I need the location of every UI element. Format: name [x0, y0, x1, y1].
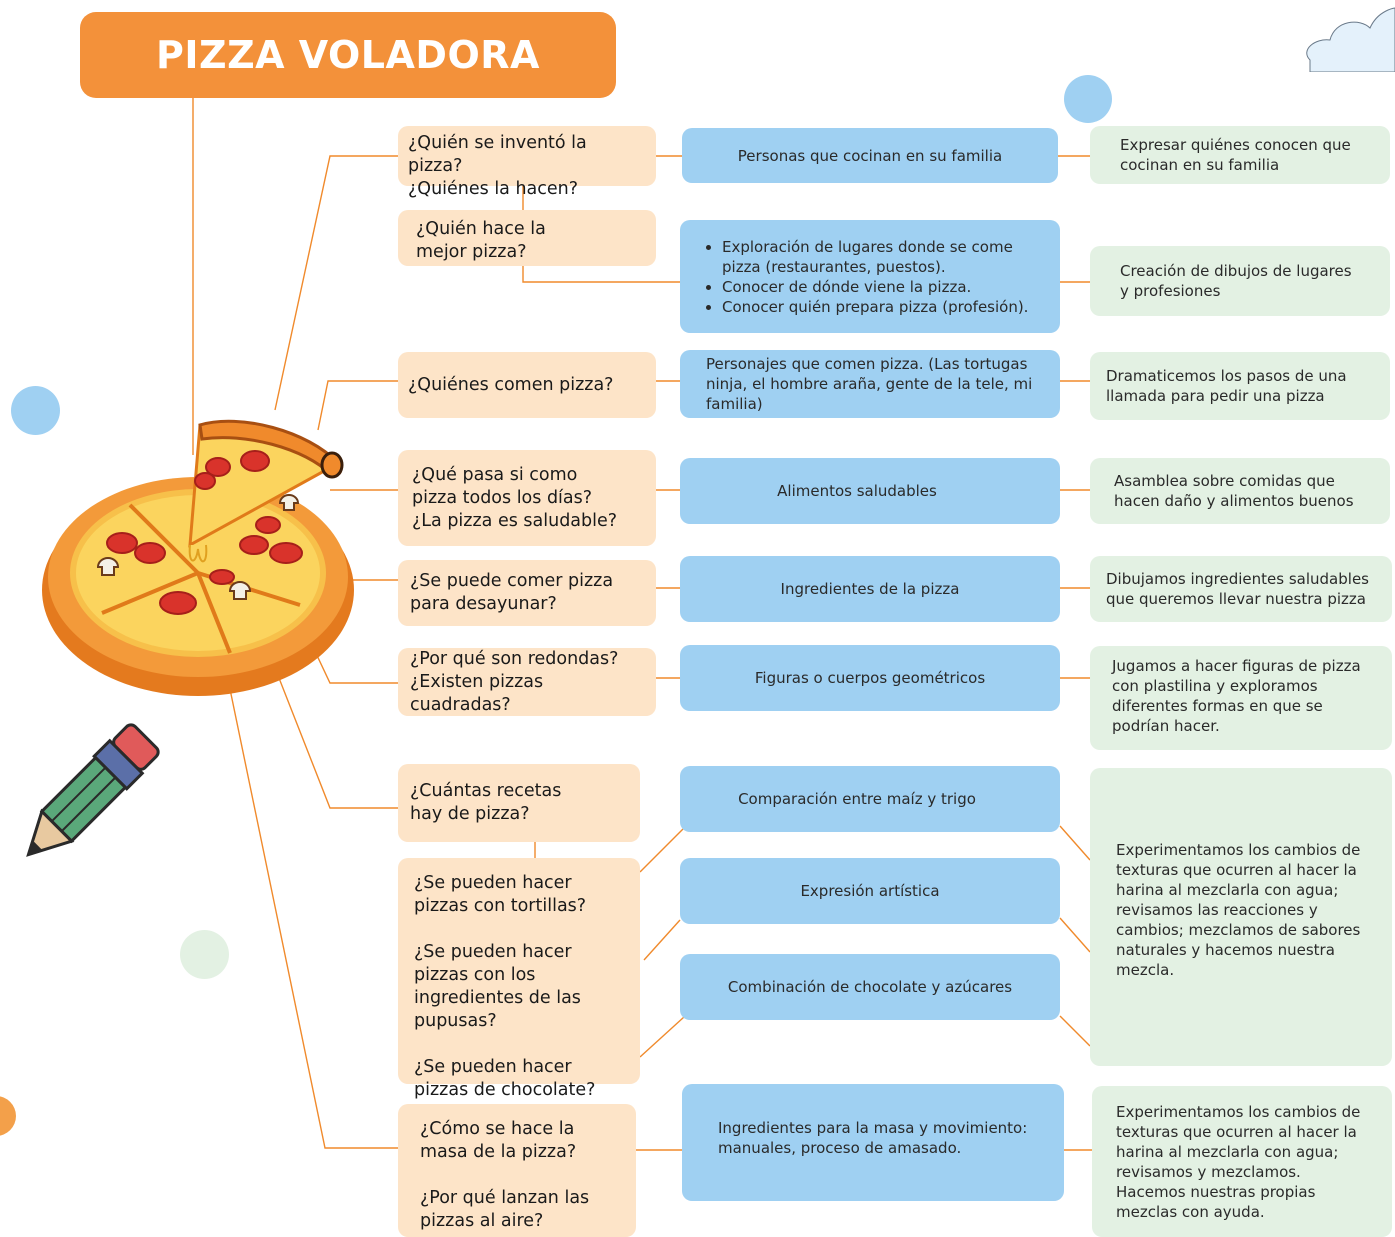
topic-box-5: Ingredientes de la pizza: [680, 556, 1060, 622]
activity-text: Expresar quiénes conocen que cocinan en …: [1120, 136, 1351, 174]
activity-text: Jugamos a hacer figuras de pizza con pla…: [1112, 657, 1361, 735]
topic-bullet: Exploración de lugares donde se come piz…: [722, 237, 1032, 277]
question-box-6: ¿Por qué son redondas? ¿Existen pizzas c…: [398, 648, 656, 716]
topic-bullet: Conocer de dónde viene la pizza.: [722, 277, 1032, 297]
topic-box-8b: Expresión artística: [680, 858, 1060, 924]
decor-circle-blue-top: [1064, 75, 1112, 123]
question-text: ¿Existen pizzas cuadradas?: [410, 671, 544, 715]
topic-box-1: Personas que cocinan en su familia: [682, 128, 1058, 183]
question-text: ¿Por qué son redondas?: [410, 648, 619, 669]
question-box-5: ¿Se puede comer pizza para desayunar?: [398, 560, 656, 626]
activity-box-6: Jugamos a hacer figuras de pizza con pla…: [1090, 646, 1392, 750]
question-box-4: ¿Qué pasa si como pizza todos los días? …: [398, 450, 656, 546]
activity-text: Dramaticemos los pasos de una llamada pa…: [1106, 367, 1347, 405]
question-text: ¿La pizza es saludable?: [412, 510, 618, 531]
topic-text: Personajes que comen pizza. (Las tortuga…: [706, 355, 1033, 413]
activity-box-4: Asamblea sobre comidas que hacen daño y …: [1090, 458, 1390, 524]
topic-text: Ingredientes para la masa y movimiento: …: [718, 1119, 1028, 1157]
decor-circle-orange: [0, 1096, 16, 1136]
activity-box-9: Experimentamos los cambios de texturas q…: [1092, 1086, 1392, 1237]
question-text: ¿Cómo se hace la masa de la pizza?: [420, 1119, 577, 1162]
question-text: ¿Se pueden hacer pizzas con tortillas?: [414, 873, 587, 916]
topic-bullet: Conocer quién prepara pizza (profesión).: [722, 297, 1032, 317]
question-text: ¿Quién hace la mejor pizza?: [416, 219, 546, 262]
question-box-3: ¿Quiénes comen pizza?: [398, 352, 656, 418]
topic-text: Combinación de chocolate y azúcares: [727, 978, 1013, 996]
activity-text: Experimentamos los cambios de texturas q…: [1116, 841, 1361, 979]
question-box-8: ¿Se pueden hacer pizzas con tortillas? ¿…: [398, 858, 640, 1100]
topic-text: Personas que cocinan en su familia: [737, 146, 1003, 165]
question-text: ¿Quiénes comen pizza?: [408, 374, 614, 395]
question-box-1: ¿Quién se inventó la pizza? ¿Quiénes la …: [398, 126, 656, 199]
pizza-illustration: [42, 419, 354, 696]
activity-text: Creación de dibujos de lugares y profesi…: [1120, 262, 1352, 300]
topic-bullet-list: Exploración de lugares donde se come piz…: [708, 237, 1032, 317]
topic-text: Ingredientes de la pizza: [780, 580, 960, 598]
cloud-decoration: [1306, 7, 1395, 72]
question-text: ¿Cuántas recetas hay de pizza?: [410, 781, 562, 824]
topic-box-6: Figuras o cuerpos geométricos: [680, 645, 1060, 711]
question-text: ¿Por qué lanzan las pizzas al aire?: [420, 1188, 590, 1231]
topic-box-8c: Combinación de chocolate y azúcares: [680, 954, 1060, 1020]
topic-box-2: Exploración de lugares donde se come piz…: [680, 220, 1060, 333]
topic-box-9: Ingredientes para la masa y movimiento: …: [682, 1084, 1064, 1201]
activity-box-3: Dramaticemos los pasos de una llamada pa…: [1090, 352, 1390, 420]
topic-text: Expresión artística: [800, 882, 940, 900]
question-text: ¿Se pueden hacer pizzas de chocolate?: [414, 1057, 596, 1100]
activity-box-5: Dibujamos ingredientes saludables que qu…: [1090, 556, 1392, 622]
question-text: ¿Qué pasa si como pizza todos los días?: [412, 464, 593, 508]
activity-box-8: Experimentamos los cambios de texturas q…: [1090, 768, 1392, 1066]
activity-text: Asamblea sobre comidas que hacen daño y …: [1114, 472, 1354, 510]
pencil-illustration: [26, 723, 160, 857]
topic-box-8a: Comparación entre maíz y trigo: [680, 766, 1060, 832]
question-text: ¿Se pueden hacer pizzas con los ingredie…: [414, 942, 581, 1031]
topic-text: Comparación entre maíz y trigo: [738, 790, 976, 808]
decor-circle-blue-left: [11, 386, 60, 435]
activity-box-2: Creación de dibujos de lugares y profesi…: [1090, 246, 1390, 316]
activity-text: Experimentamos los cambios de texturas q…: [1116, 1102, 1361, 1221]
question-box-7: ¿Cuántas recetas hay de pizza?: [398, 764, 640, 842]
topic-text: Alimentos saludables: [777, 482, 937, 500]
decor-circle-green: [180, 930, 229, 979]
question-text: ¿Quiénes la hacen?: [408, 179, 579, 199]
activity-text: Dibujamos ingredientes saludables que qu…: [1106, 570, 1369, 608]
question-text: ¿Quién se inventó la pizza?: [408, 133, 587, 176]
topic-box-4: Alimentos saludables: [680, 458, 1060, 524]
activity-box-1: Expresar quiénes conocen que cocinan en …: [1090, 126, 1390, 184]
question-box-2: ¿Quién hace la mejor pizza?: [398, 210, 656, 266]
page-title: PIZZA VOLADORA: [80, 12, 616, 98]
topic-box-3: Personajes que comen pizza. (Las tortuga…: [680, 350, 1060, 418]
question-box-9: ¿Cómo se hace la masa de la pizza? ¿Por …: [398, 1104, 636, 1237]
topic-text: Figuras o cuerpos geométricos: [754, 669, 986, 687]
question-text: ¿Se puede comer pizza para desayunar?: [410, 571, 614, 614]
